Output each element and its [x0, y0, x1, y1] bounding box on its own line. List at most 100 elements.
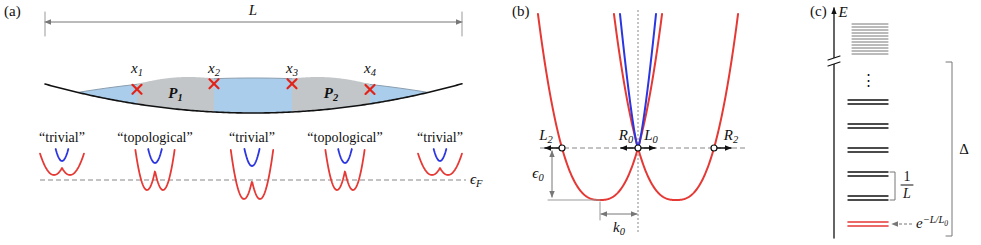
ellipsis: ⋮	[861, 73, 876, 88]
energy-level	[852, 39, 888, 40]
length-tick	[45, 12, 46, 36]
text-part: L	[539, 127, 547, 143]
band-curve	[434, 149, 447, 161]
band-curve	[40, 154, 84, 175]
energy-level	[852, 33, 888, 34]
band-curve	[231, 150, 273, 199]
text-part: F	[476, 178, 482, 189]
text-part: 3	[293, 67, 298, 78]
text-part: 1	[177, 92, 182, 103]
wire-edge	[78, 78, 428, 92]
panel-letter: (a)	[4, 4, 21, 19]
fermi-level-label: ϵF	[470, 172, 482, 189]
energy-level	[852, 36, 888, 37]
phase-label: “topological”	[307, 131, 382, 145]
mode-label: L2	[539, 128, 553, 145]
text-part: 0	[538, 172, 543, 183]
length-arrow	[45, 22, 462, 23]
mode-arrow	[717, 147, 731, 149]
text-part: 4	[371, 67, 376, 78]
energy-level	[848, 195, 888, 196]
text-part: P	[168, 85, 177, 101]
position-label: x4	[364, 61, 376, 78]
cross-mark	[133, 85, 142, 94]
energy-level	[848, 175, 888, 176]
energy-level	[848, 199, 888, 200]
mode-label: R0	[619, 128, 633, 145]
guide-line	[548, 200, 600, 201]
position-label: x3	[286, 61, 298, 78]
text-part: k	[613, 219, 620, 235]
band-curve	[338, 149, 352, 163]
energy-label: ϵ0	[532, 166, 543, 183]
cross-mark	[210, 79, 219, 88]
phase-label: “topological”	[117, 131, 192, 145]
fermi-level-line	[40, 179, 466, 180]
band-curve	[418, 154, 462, 175]
energy-level	[848, 151, 888, 152]
energy-level	[852, 48, 888, 49]
mode-label: R2	[724, 128, 738, 145]
cross-mark	[288, 79, 297, 88]
guide-line	[600, 202, 601, 220]
cross-mark	[133, 85, 142, 94]
panel-letter: (c)	[810, 4, 827, 19]
wire-region	[78, 78, 428, 113]
text-part: ϵ	[532, 165, 538, 181]
energy-level	[852, 54, 888, 55]
band-curve	[56, 149, 69, 161]
mode-arrow	[641, 147, 655, 149]
position-label: x2	[208, 61, 220, 78]
energy-level	[848, 127, 888, 128]
text-part: P	[324, 85, 333, 101]
pointer-arrow	[892, 224, 912, 225]
cross-mark	[366, 85, 375, 94]
energy-level	[852, 27, 888, 28]
fraction-bar	[901, 185, 913, 186]
energy-level	[848, 103, 888, 104]
energy-level	[848, 171, 888, 172]
text-part: x	[286, 60, 293, 76]
band-curve	[325, 150, 364, 190]
text-part: −L/L	[923, 214, 945, 225]
text-part: x	[131, 60, 138, 76]
energy-axis	[833, 8, 834, 238]
text-part: L	[644, 127, 652, 143]
text-part: 2	[733, 134, 738, 145]
mode-label: L0	[644, 128, 658, 145]
axis-label: E	[838, 5, 847, 20]
momentum-label: k0	[613, 220, 625, 237]
spacing-bracket	[890, 172, 895, 200]
axis-break	[828, 56, 840, 60]
phase-label: “trivial”	[417, 131, 463, 145]
energy-arrow	[552, 151, 553, 197]
spacing-label: L	[903, 187, 911, 201]
crossing-point	[559, 145, 565, 151]
text-part: 1	[138, 67, 143, 78]
topological-region: P2	[292, 76, 370, 113]
region-label: P2	[324, 86, 338, 103]
mode-arrow	[621, 147, 635, 149]
mode-arrow	[545, 147, 559, 149]
text-part: 0	[653, 134, 658, 145]
zero-mode-level	[848, 225, 888, 227]
text-part: 2	[548, 134, 553, 145]
band-curve	[614, 14, 738, 200]
band-curve	[538, 14, 662, 200]
text-part: 0	[620, 226, 625, 237]
energy-level	[852, 42, 888, 43]
region-text-box: P2	[292, 76, 370, 113]
band-curve	[244, 149, 259, 166]
energy-level	[852, 30, 888, 31]
phase-label: “trivial”	[39, 131, 85, 145]
phase-label: “trivial”	[229, 131, 275, 145]
energy-level	[852, 24, 888, 25]
cross-mark	[210, 79, 219, 88]
length-label: L	[249, 3, 257, 18]
text-part: x	[364, 60, 371, 76]
band-curve	[135, 150, 174, 190]
cross-mark	[366, 85, 375, 94]
text-part: 2	[215, 67, 220, 78]
